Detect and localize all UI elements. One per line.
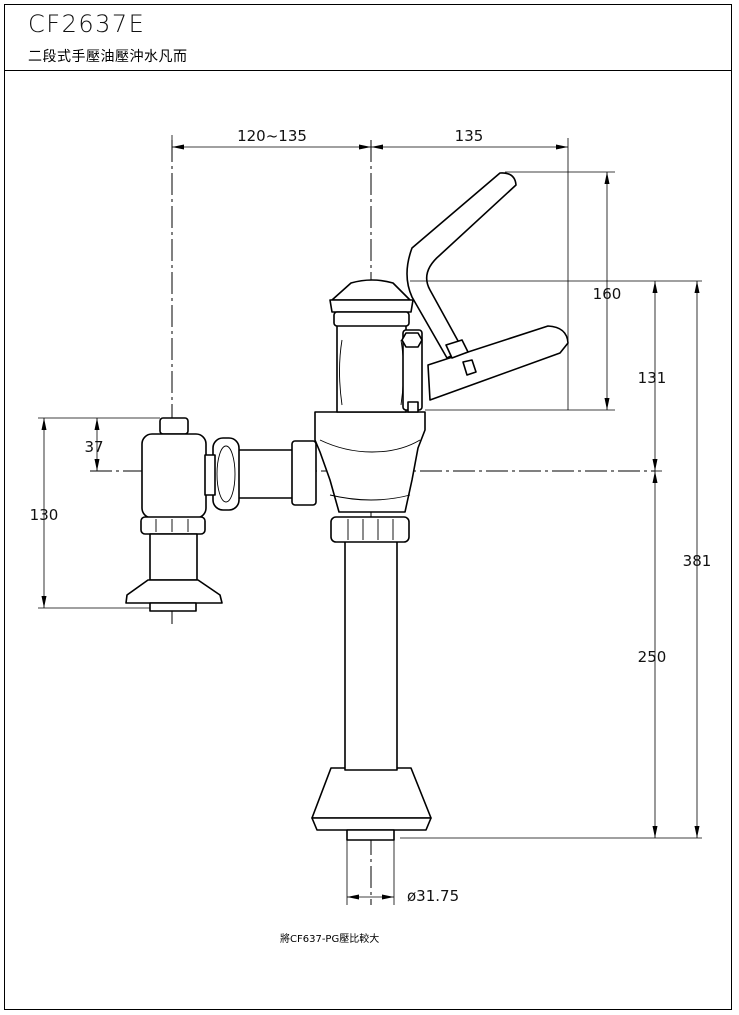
stop-valve [125, 417, 223, 612]
handle-bracket [401, 329, 423, 413]
valve-cylinder [336, 324, 407, 413]
model-description: 二段式手壓油壓沖水凡而 [28, 49, 188, 65]
drawing-frame [4, 4, 732, 1010]
vertical-pipe [344, 539, 398, 771]
dim-handle-height: 160 [593, 285, 622, 303]
inlet-union-nut [212, 437, 240, 511]
dim-right-horizontal: 135 [455, 127, 484, 145]
floor-flange [311, 767, 432, 841]
horizontal-inlet-pipe [236, 440, 317, 506]
model-code: CF2637E [28, 10, 146, 38]
header-divider [4, 70, 732, 71]
dim-left-horizontal: 120~135 [237, 127, 307, 145]
footnote: 將CF637-PG壓比較大 [280, 934, 380, 945]
upper-flush-handle [406, 172, 517, 359]
valve-body [314, 411, 426, 513]
dim-inlet-offset: 37 [84, 438, 103, 456]
dim-inlet-height: 130 [30, 506, 59, 524]
dim-total-height: 381 [683, 552, 712, 570]
pipe-coupling-nut [330, 516, 410, 543]
dim-outlet-diameter: ø31.75 [407, 887, 459, 905]
valve-top-cap [329, 279, 414, 327]
lower-flush-handle [427, 325, 569, 401]
dim-pipe-length: 250 [638, 648, 667, 666]
dim-valve-height: 131 [638, 369, 667, 387]
